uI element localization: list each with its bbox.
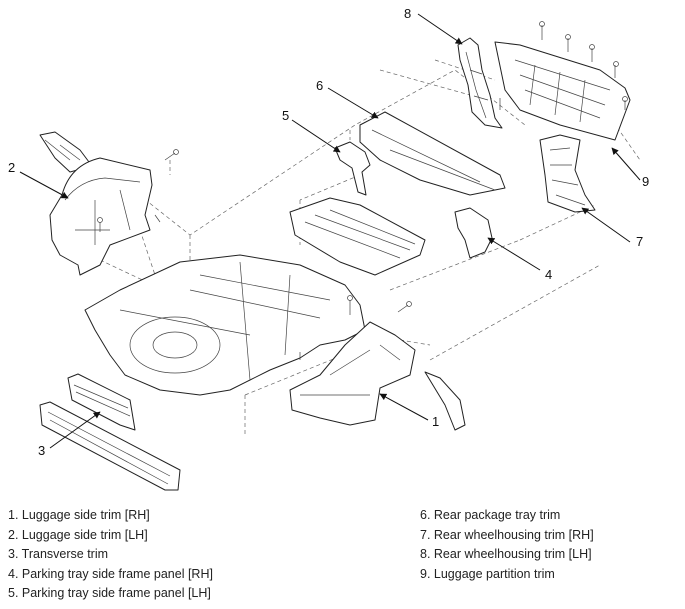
legend-item: 9. Luggage partition trim bbox=[420, 566, 555, 581]
legend-item: 4. Parking tray side frame panel [RH] bbox=[8, 566, 213, 581]
legend-item: 5. Parking tray side frame panel [LH] bbox=[8, 586, 211, 601]
callout-7: 7 bbox=[636, 234, 643, 249]
callout-9: 9 bbox=[642, 174, 649, 189]
fasteners bbox=[97, 149, 412, 360]
callout-2: 2 bbox=[8, 160, 15, 175]
callout-4: 4 bbox=[545, 267, 552, 282]
part-parking-tray-side-frame-panel-rh bbox=[454, 207, 493, 259]
part-rear-wheelhousing-trim-lh bbox=[457, 37, 503, 129]
legend-item: 2. Luggage side trim [LH] bbox=[8, 527, 148, 542]
part-transverse-trim bbox=[39, 373, 181, 491]
legend-item: 3. Transverse trim bbox=[8, 547, 109, 562]
legend-item: 7. Rear wheelhousing trim [RH] bbox=[420, 527, 594, 542]
part-luggage-side-trim-lh bbox=[39, 131, 153, 276]
exploded-parts-diagram: 1 2 3 4 5 6 7 8 9 bbox=[8, 6, 649, 491]
legend-item: 6. Rear package tray trim bbox=[420, 508, 561, 522]
part-parking-tray-side-frame-panel-lh bbox=[334, 141, 371, 196]
parts-legend-left: 1. Luggage side trim [RH] 2. Luggage sid… bbox=[8, 506, 213, 604]
part-luggage-partition-trim bbox=[494, 21, 631, 141]
callout-6: 6 bbox=[316, 78, 323, 93]
callout-3: 3 bbox=[38, 443, 45, 458]
part-floor-panel bbox=[84, 254, 366, 396]
legend-item: 1. Luggage side trim [RH] bbox=[8, 508, 150, 522]
part-floor-tray-center bbox=[289, 197, 426, 276]
parts-legend-right: 6. Rear package tray trim 7. Rear wheelh… bbox=[420, 506, 594, 584]
callout-5: 5 bbox=[282, 108, 289, 123]
part-luggage-side-trim-rh bbox=[289, 321, 466, 431]
legend-item: 8. Rear wheelhousing trim [LH] bbox=[420, 547, 592, 562]
part-rear-package-tray-trim bbox=[359, 111, 506, 196]
callout-8: 8 bbox=[404, 6, 411, 21]
leader-arrows bbox=[19, 13, 641, 449]
callout-1: 1 bbox=[432, 414, 439, 429]
part-rear-wheelhousing-trim-rh bbox=[539, 134, 596, 213]
